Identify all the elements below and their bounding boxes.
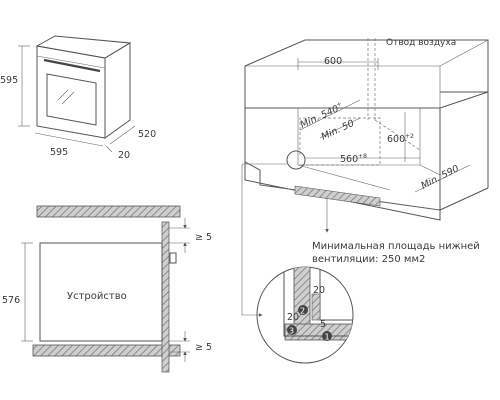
width-560-label: 560+8	[340, 153, 367, 165]
gap-top-label: ≥ 5	[195, 232, 212, 243]
device-label: Устройство	[67, 291, 127, 302]
front-panel	[161, 221, 170, 373]
marker-2-label: 2	[300, 307, 305, 316]
top-shelf	[36, 205, 181, 218]
ventilation-note-line1: Минимальная площадь нижней	[312, 241, 480, 252]
oven-top	[35, 35, 132, 59]
marker-1-badge	[322, 331, 332, 341]
side-section-drawing: Устройство 576 ≥ 5 ≥ 5	[2, 205, 212, 373]
oven-height-label: 595	[0, 75, 18, 86]
detail-dim-20-top: 20	[313, 285, 325, 296]
marker-3-label: 3	[289, 327, 294, 336]
bottom-vent-slot	[294, 185, 381, 207]
device-height-label: 576	[2, 295, 20, 306]
cabinet-plinth	[244, 161, 441, 221]
cabinet-drawing: 600 Min. 540+ Min. 50 600+2 560+8 Min. 5…	[241, 38, 489, 317]
oven-width-label: 595	[50, 147, 68, 158]
oven-depth-label: 520	[138, 129, 156, 140]
min-540-sup: +	[335, 100, 343, 108]
gap-bottom-label: ≥ 5	[195, 342, 212, 353]
marker-1-label: 1	[325, 333, 330, 342]
oven-front-depth-label: 20	[118, 150, 130, 161]
detail-zoom-circle	[286, 150, 306, 170]
detail-dim-20-bottom: 20	[287, 312, 299, 323]
countertop	[244, 39, 489, 109]
ventilation-note-line2: вентиляции: 250 мм2	[312, 254, 425, 265]
oven-drawing: 595 595 520 20	[0, 35, 156, 161]
top-width-label: 600	[324, 56, 342, 67]
device-body	[39, 242, 163, 342]
bottom-shelf	[32, 344, 181, 357]
oven-side	[104, 42, 131, 139]
detail-dim-5: 5	[320, 319, 326, 330]
min-50-label: Min. 50	[320, 118, 356, 143]
marker-3-badge	[287, 325, 297, 335]
detail-view: 20 20 5 2 3 1	[256, 266, 354, 364]
oven-handle	[43, 58, 101, 73]
marker-2-badge	[298, 305, 308, 315]
air-outlet-label: Отвод воздуха	[386, 38, 456, 48]
height-600-label: 600+2	[387, 133, 414, 145]
oven-window	[46, 73, 97, 126]
